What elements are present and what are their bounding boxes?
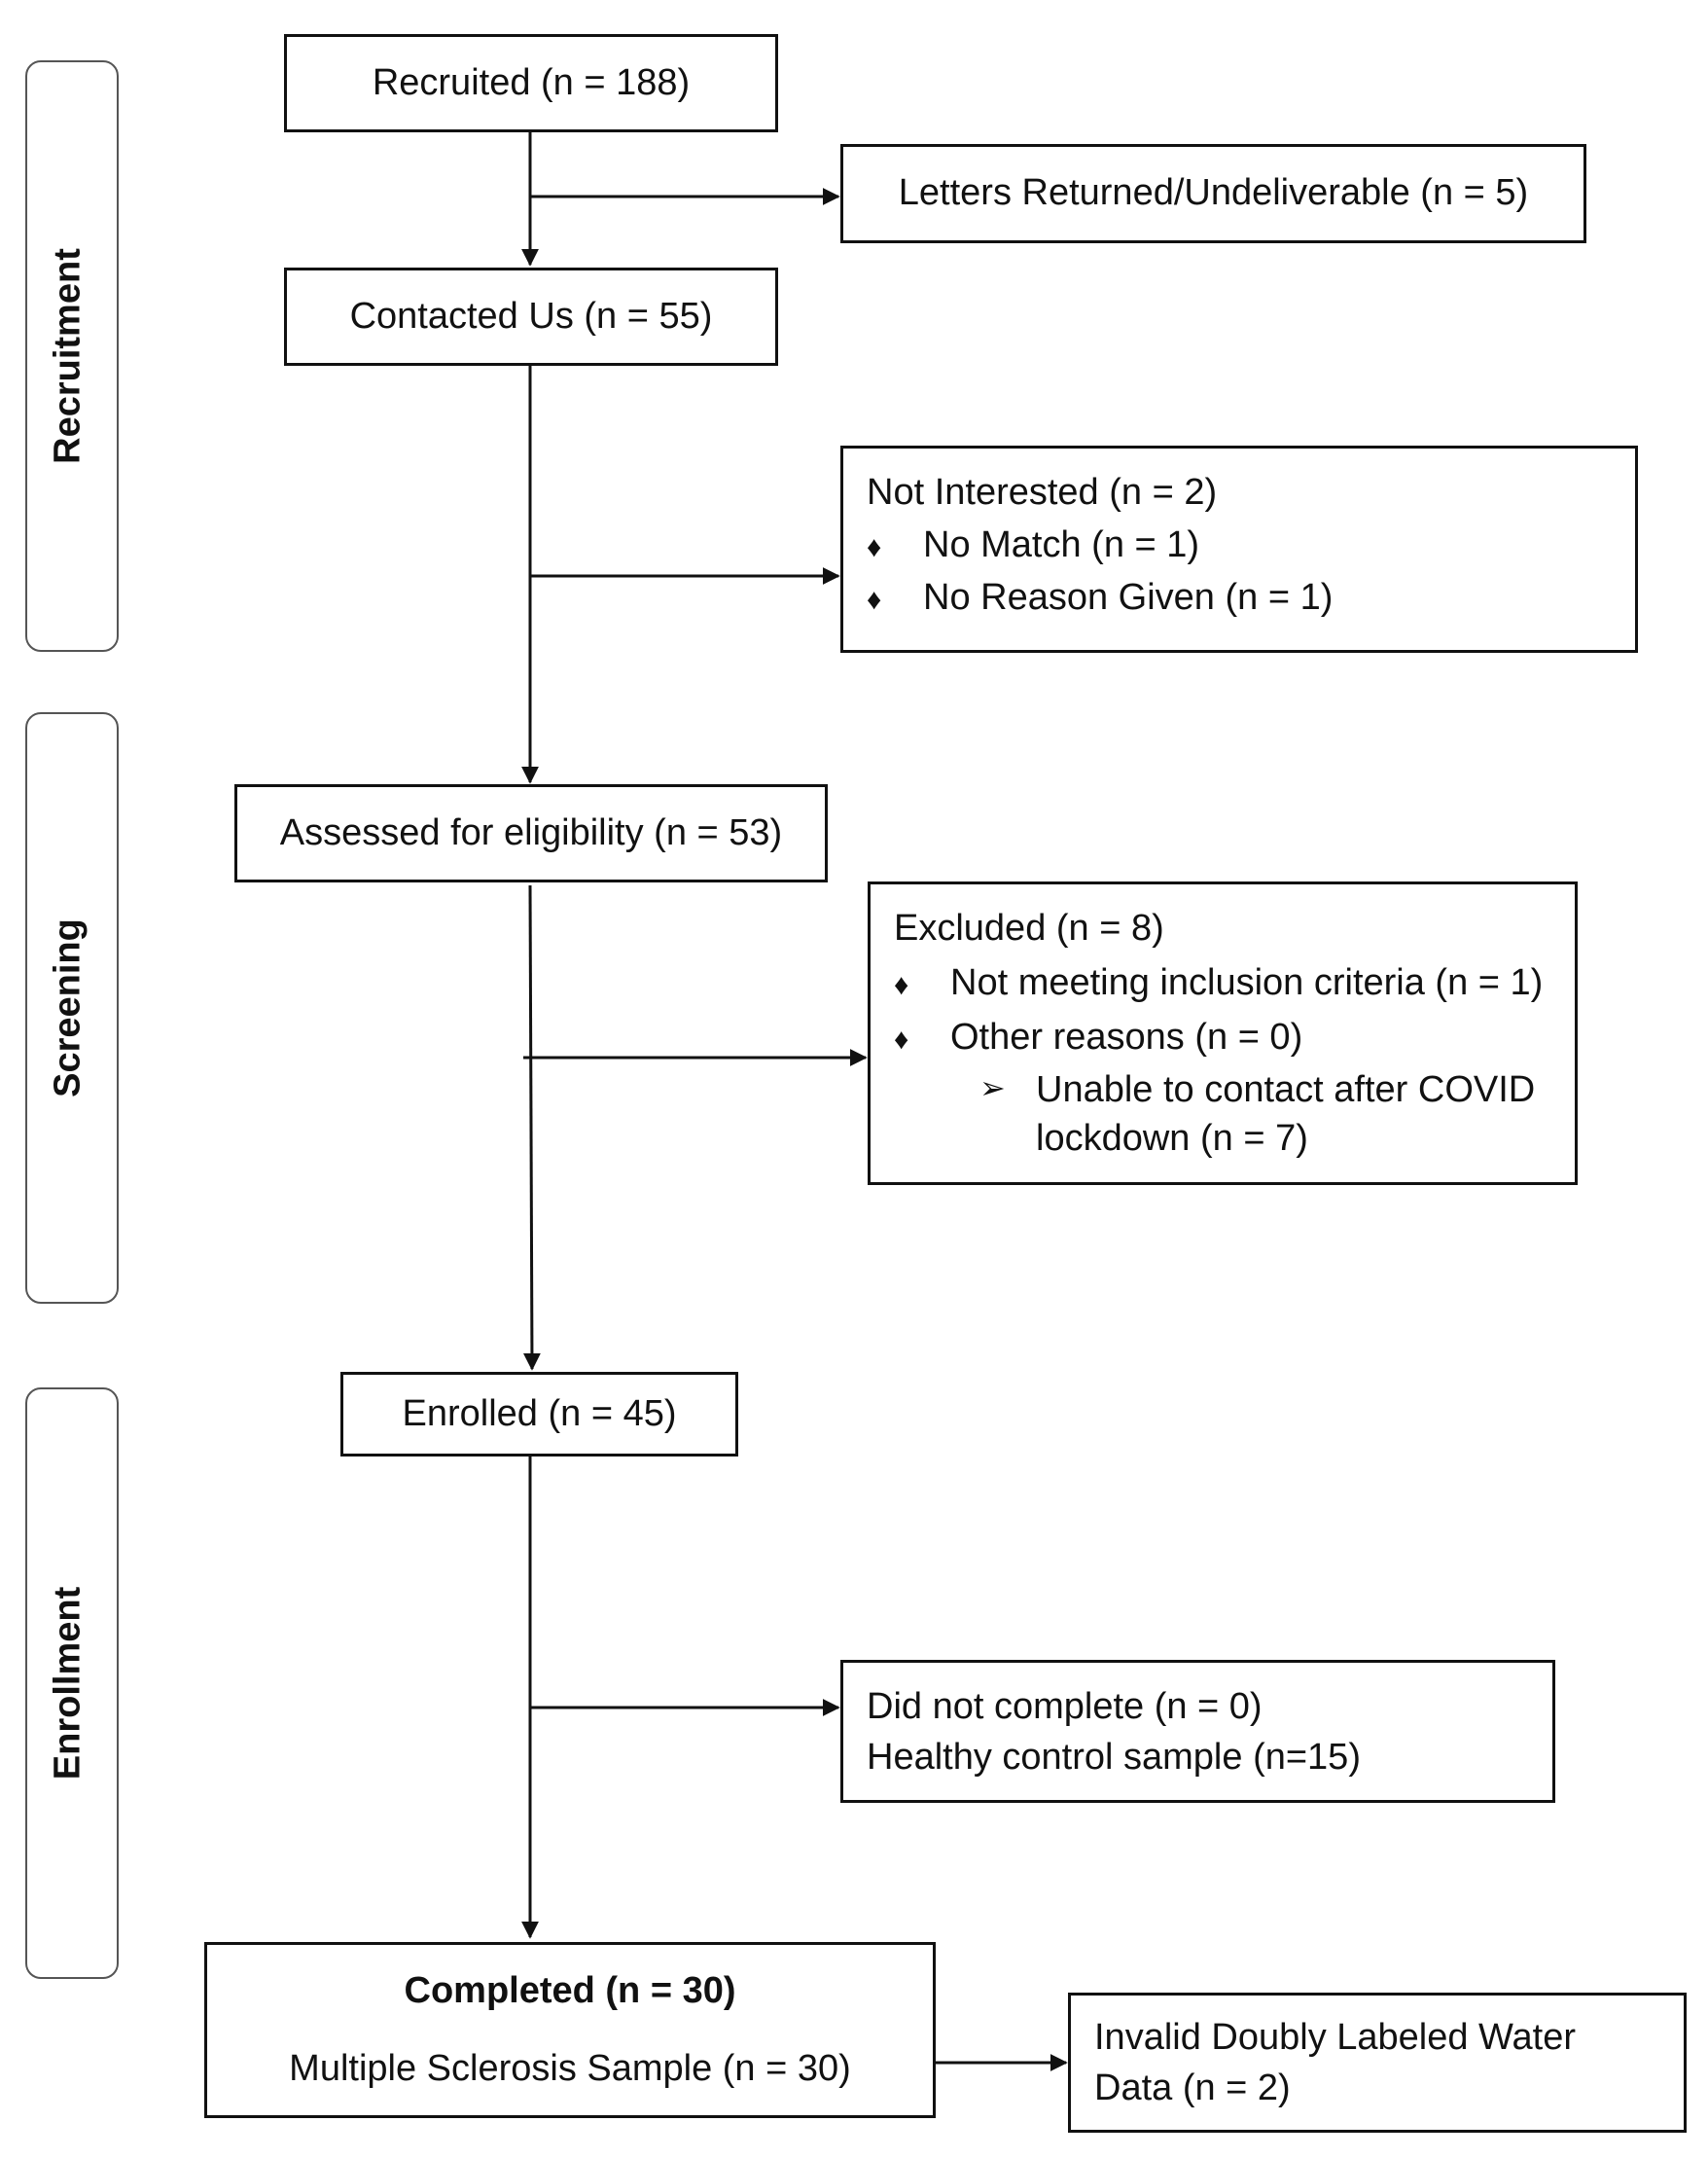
excluded-item-label: Other reasons (n = 0): [950, 1017, 1303, 1058]
phase-label-enrollment: Enrollment: [47, 1586, 89, 1780]
box-letters-returned: Letters Returned/Undeliverable (n = 5): [840, 144, 1586, 243]
did-not-complete-label: Did not complete (n = 0): [867, 1686, 1263, 1727]
excluded-subitem-line2: lockdown (n = 7): [1036, 1118, 1308, 1159]
excluded-item: ♦ Other reasons (n = 0): [894, 1017, 1302, 1059]
phase-label-recruitment: Recruitment: [47, 248, 89, 464]
phase-label-screening: Screening: [47, 918, 89, 1097]
box-not-interested: Not Interested (n = 2) ♦ No Match (n = 1)…: [840, 446, 1638, 653]
not-interested-item-label: No Match (n = 1): [923, 524, 1200, 565]
invalid-dlw-line2: Data (n = 2): [1094, 2068, 1291, 2108]
box-completed: Completed (n = 30) Multiple Sclerosis Sa…: [204, 1942, 936, 2118]
phase-screening: [25, 712, 119, 1304]
box-contacted: Contacted Us (n = 55): [284, 268, 778, 366]
not-interested-title: Not Interested (n = 2): [867, 472, 1218, 513]
arrow-assessed-to-enrolled: [522, 884, 541, 1371]
box-assessed: Assessed for eligibility (n = 53): [234, 784, 828, 882]
assessed-label: Assessed for eligibility (n = 53): [279, 811, 783, 853]
phase-recruitment: [25, 60, 119, 652]
excluded-subitem-line1: Unable to contact after COVID: [1036, 1069, 1536, 1110]
recruited-label: Recruited (n = 188): [372, 61, 691, 103]
excluded-item-label: Not meeting inclusion criteria (n = 1): [950, 962, 1544, 1003]
box-enrolled: Enrolled (n = 45): [340, 1372, 738, 1457]
box-excluded: Excluded (n = 8) ♦ Not meeting inclusion …: [868, 881, 1578, 1185]
not-interested-item: ♦ No Match (n = 1): [867, 524, 1199, 566]
contacted-label: Contacted Us (n = 55): [349, 295, 713, 337]
completed-subtitle: Multiple Sclerosis Sample (n = 30): [289, 2048, 851, 2089]
phase-enrollment: [25, 1387, 119, 1979]
diamond-icon: ♦: [894, 969, 909, 1001]
healthy-control-label: Healthy control sample (n=15): [867, 1737, 1361, 1778]
arrowhead-icon: ➢: [979, 1070, 1006, 1105]
box-recruited: Recruited (n = 188): [284, 34, 778, 132]
box-did-not-complete: Did not complete (n = 0) Healthy control…: [840, 1660, 1555, 1803]
diamond-icon: ♦: [867, 531, 882, 563]
completed-title: Completed (n = 30): [404, 1970, 736, 2011]
excluded-item: ♦ Not meeting inclusion criteria (n = 1): [894, 962, 1543, 1004]
excluded-title: Excluded (n = 8): [894, 908, 1164, 949]
diamond-icon: ♦: [867, 584, 882, 616]
box-invalid-dlw: Invalid Doubly Labeled Water Data (n = 2…: [1068, 1993, 1687, 2133]
not-interested-item: ♦ No Reason Given (n = 1): [867, 577, 1333, 619]
not-interested-item-label: No Reason Given (n = 1): [923, 577, 1334, 618]
letters-returned-label: Letters Returned/Undeliverable (n = 5): [898, 172, 1529, 214]
enrolled-label: Enrolled (n = 45): [402, 1392, 677, 1434]
diamond-icon: ♦: [894, 1024, 909, 1056]
invalid-dlw-line1: Invalid Doubly Labeled Water: [1094, 2017, 1576, 2058]
